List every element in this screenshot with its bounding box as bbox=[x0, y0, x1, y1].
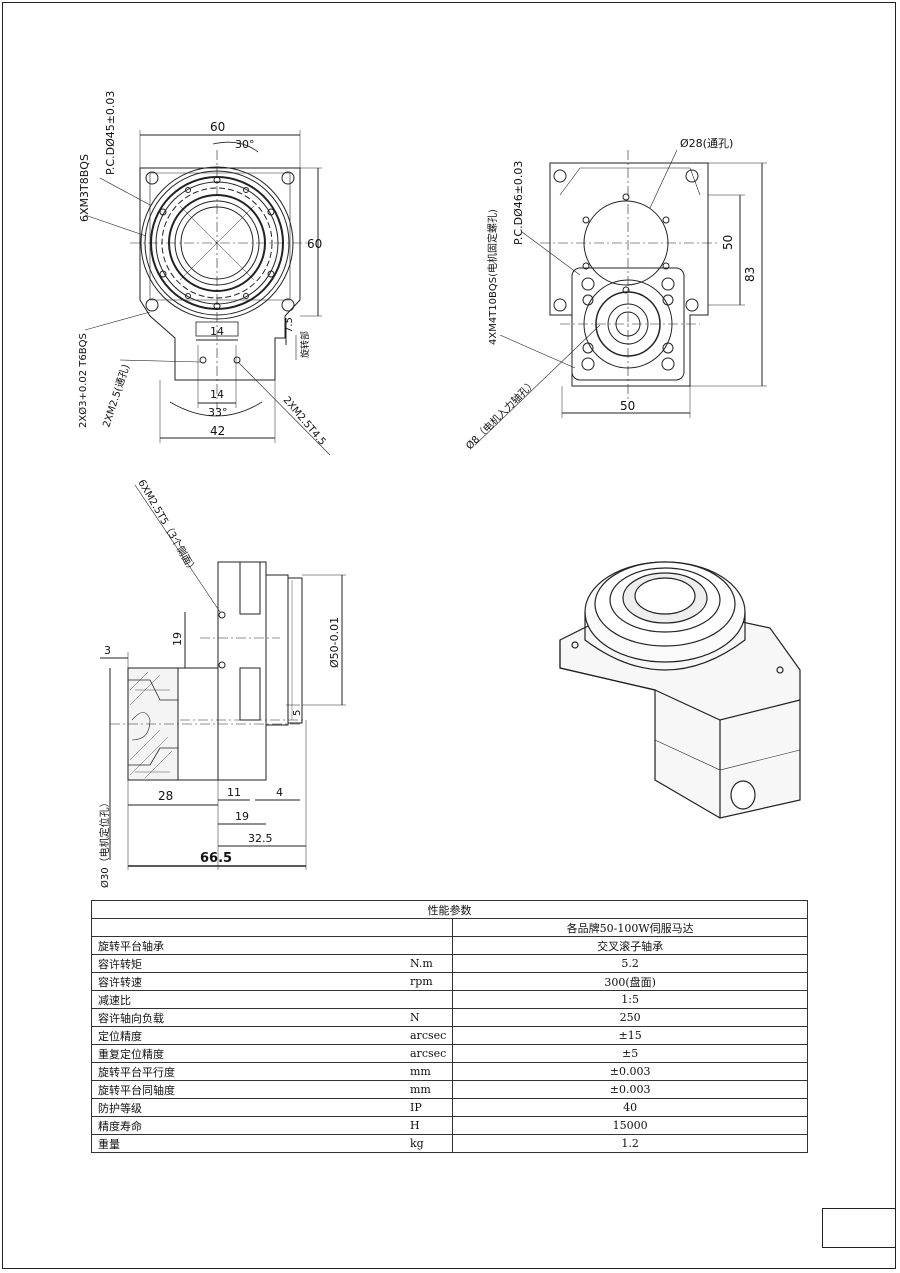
param-value: 300(盘面) bbox=[452, 972, 808, 991]
dim-28: 28 bbox=[158, 789, 173, 803]
param-value: ±5 bbox=[452, 1044, 808, 1063]
label-thread-top: 6XM3T8BQS bbox=[78, 154, 91, 222]
param-value: 1:5 bbox=[452, 990, 808, 1009]
label-motor-locate: Ø30（电机定位孔） bbox=[98, 797, 111, 888]
table-header-row: 各品牌50-100W伺服马达 bbox=[90, 918, 808, 937]
dim-14-lower: 14 bbox=[210, 388, 224, 401]
param-unit: rpm bbox=[404, 972, 454, 991]
param-value: ±0.003 bbox=[452, 1080, 808, 1099]
param-label: 精度寿命 bbox=[91, 1116, 404, 1135]
dim-5: 5 bbox=[292, 710, 303, 716]
dim-50-height: 50 bbox=[721, 235, 735, 250]
label-thread-side: 6XM2.5T5（3个侧面） bbox=[135, 477, 200, 576]
param-unit: N bbox=[404, 1008, 454, 1027]
label-tap-depth: 2XM2.5T4.5 bbox=[281, 395, 328, 448]
param-label: 定位精度 bbox=[91, 1026, 404, 1045]
param-unit bbox=[404, 990, 454, 1009]
dim-42: 42 bbox=[210, 424, 225, 438]
label-pcd-top: P.C.DØ45±0.03 bbox=[104, 91, 117, 175]
label-rotating-part: 旋转部 bbox=[299, 331, 311, 358]
param-value: 1.2 bbox=[452, 1134, 808, 1153]
title-block-box bbox=[822, 1208, 896, 1248]
param-unit: H bbox=[404, 1116, 454, 1135]
param-label: 旋转平台平行度 bbox=[91, 1062, 404, 1081]
param-unit: N.m bbox=[404, 954, 454, 973]
param-label: 容许轴向负载 bbox=[91, 1008, 404, 1027]
param-label: 重复定位精度 bbox=[91, 1044, 404, 1063]
param-unit: mm bbox=[404, 1062, 454, 1081]
table-title: 性能参数 bbox=[91, 900, 808, 919]
side-view bbox=[100, 484, 346, 870]
dim-32-5: 32.5 bbox=[248, 832, 273, 845]
isometric-view bbox=[559, 561, 801, 819]
dim-3: 3 bbox=[104, 644, 111, 657]
param-label: 容许转矩 bbox=[91, 954, 404, 973]
label-pcd-motor: P.C.DØ46±0.03 bbox=[512, 161, 525, 245]
dim-11: 11 bbox=[227, 786, 241, 799]
dim-50-width: 50 bbox=[620, 399, 635, 413]
param-label: 容许转速 bbox=[91, 972, 404, 991]
dim-83: 83 bbox=[743, 267, 757, 282]
param-value: ±15 bbox=[452, 1026, 808, 1045]
table-row: 减速比 1:5 bbox=[91, 990, 808, 1009]
param-value: ±0.003 bbox=[452, 1062, 808, 1081]
dim-33-deg: 33° bbox=[208, 406, 228, 419]
dim-top-width: 60 bbox=[210, 120, 225, 134]
param-value: 15000 bbox=[452, 1116, 808, 1135]
param-unit: arcsec bbox=[404, 1026, 454, 1045]
param-label: 防护等级 bbox=[91, 1098, 404, 1117]
top-view bbox=[84, 130, 331, 456]
param-label: 重量 bbox=[91, 1134, 404, 1153]
param-unit: IP bbox=[404, 1098, 454, 1117]
param-value: 250 bbox=[452, 1008, 808, 1027]
param-value: 5.2 bbox=[452, 954, 808, 973]
dim-top-height: 60 bbox=[307, 237, 322, 251]
param-unit: mm bbox=[404, 1080, 454, 1099]
param-value: 40 bbox=[452, 1098, 808, 1117]
label-input-shaft: Ø8（电机入力轴孔） bbox=[463, 376, 539, 452]
param-label: 旋转平台同轴度 bbox=[91, 1080, 404, 1099]
label-pin-hole: 2XØ3+0.02 T6BQS bbox=[77, 333, 89, 428]
dim-angle-30: 30° bbox=[235, 138, 255, 151]
param-unit bbox=[404, 936, 454, 955]
label-tap-through: 2XM2.5(通孔) bbox=[100, 363, 132, 429]
motor-flange-view bbox=[474, 149, 767, 446]
table-row: 旋转平台轴承 交叉滚子轴承 bbox=[91, 936, 808, 955]
param-label: 旋转平台轴承 bbox=[91, 936, 404, 955]
dim-19-horizontal: 19 bbox=[235, 810, 249, 823]
technical-drawing: 60 60 30° P.C.DØ45±0.03 6XM3T8BQS 2XØ3+0… bbox=[77, 91, 801, 888]
param-unit: kg bbox=[404, 1134, 454, 1153]
param-value: 交叉滚子轴承 bbox=[452, 936, 808, 955]
table-header-value: 各品牌50-100W伺服马达 bbox=[452, 918, 808, 937]
label-thread-motor: 4XM4T10BQS(电机固定螺孔) bbox=[486, 209, 499, 345]
label-bore-28: Ø28(通孔) bbox=[680, 137, 733, 150]
param-unit: arcsec bbox=[404, 1044, 454, 1063]
dim-50-dia: Ø50-0.01 bbox=[328, 617, 341, 668]
dim-14-upper: 14 bbox=[210, 325, 224, 338]
dim-66-5: 66.5 bbox=[200, 851, 232, 866]
param-label: 减速比 bbox=[91, 990, 404, 1009]
dim-19-vertical: 19 bbox=[171, 632, 184, 646]
dim-7-5: 7.5 bbox=[284, 317, 295, 333]
table-title-row: 性能参数 bbox=[91, 900, 808, 919]
dim-4: 4 bbox=[276, 786, 283, 799]
